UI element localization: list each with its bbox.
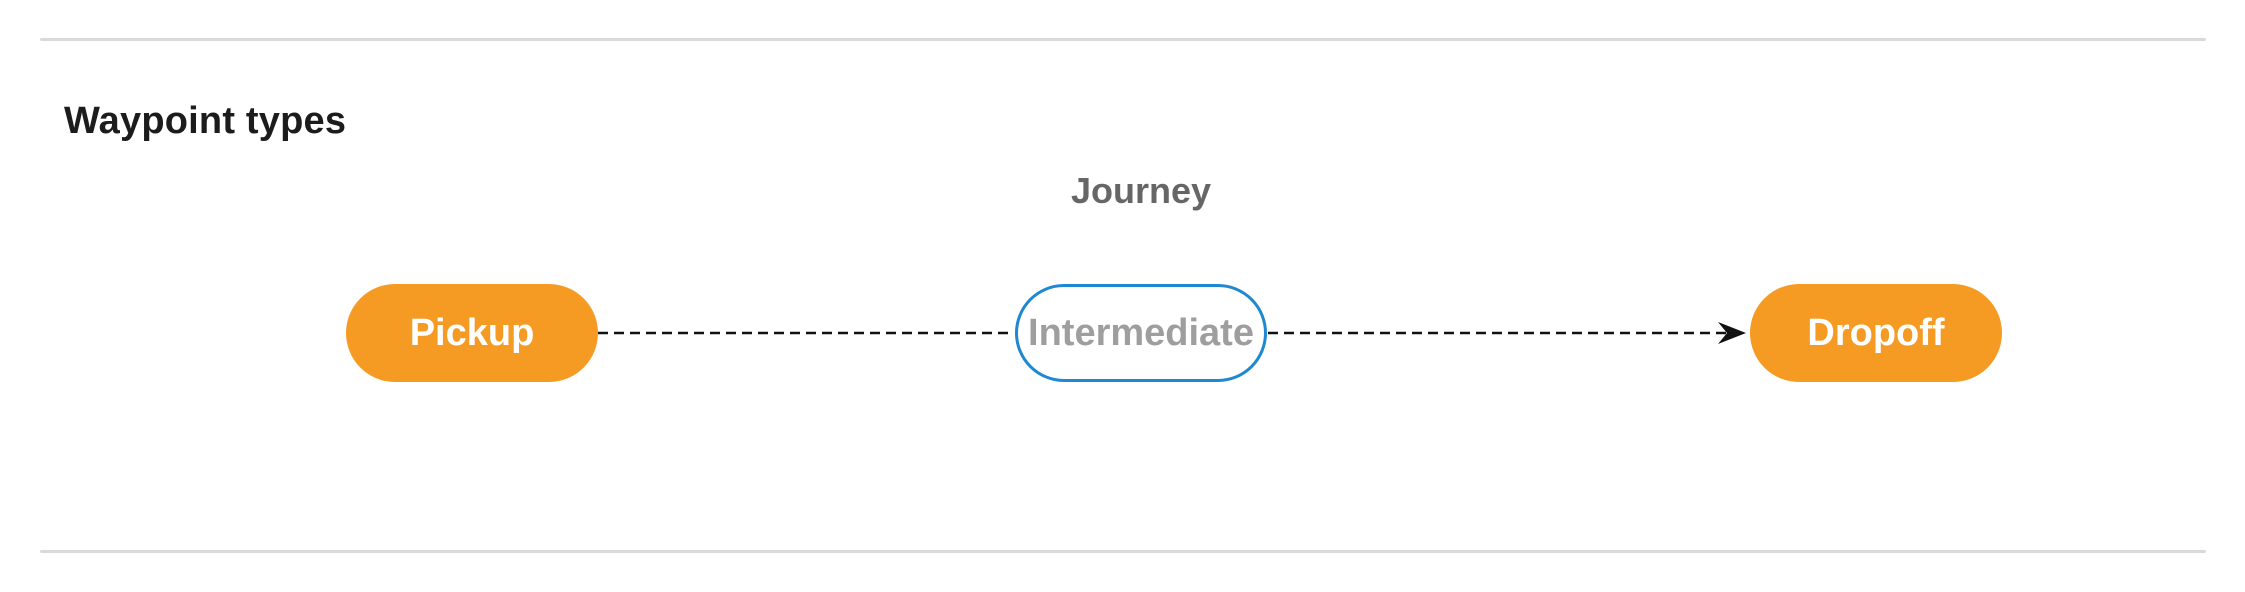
node-dropoff: Dropoff xyxy=(1750,284,2002,382)
node-pickup-label: Pickup xyxy=(409,311,535,354)
journey-caption: Journey xyxy=(1070,170,1212,211)
section-title: Waypoint types xyxy=(64,99,347,142)
node-dropoff-label: Dropoff xyxy=(1807,311,1945,354)
node-intermediate-label: Intermediate xyxy=(1028,311,1254,354)
bottom-divider xyxy=(40,550,2206,553)
arrowhead-icon xyxy=(1718,322,1746,344)
node-pickup: Pickup xyxy=(346,284,598,382)
node-intermediate: Intermediate xyxy=(1015,284,1267,382)
top-divider xyxy=(40,38,2206,41)
